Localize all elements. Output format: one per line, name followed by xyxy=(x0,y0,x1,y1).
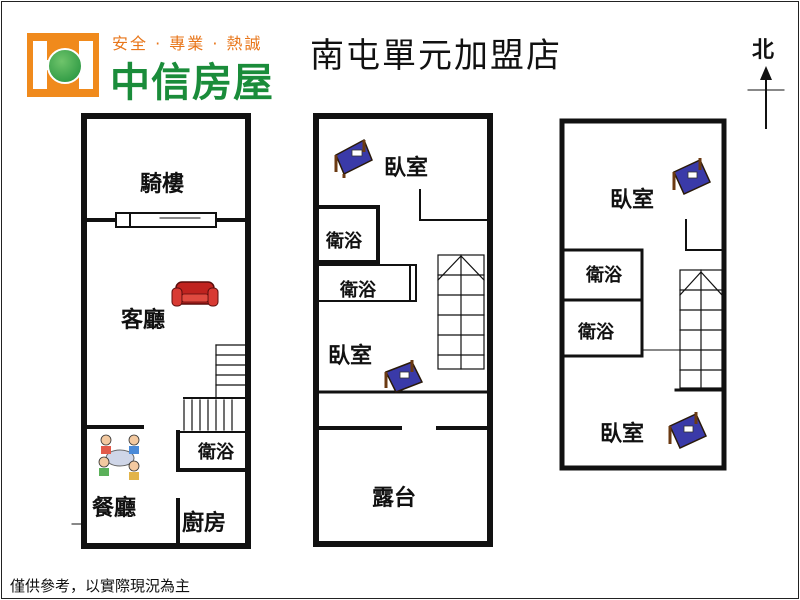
sofa-icon xyxy=(171,281,219,307)
brand-name: 中信房屋 xyxy=(110,60,274,106)
floor3-walls xyxy=(559,118,727,471)
north-label: 北 xyxy=(752,38,775,63)
north-arrow-icon xyxy=(747,66,785,129)
store-name: 南屯單元加盟店 xyxy=(310,36,562,76)
room-label-arcade: 騎樓 xyxy=(140,172,185,197)
room-label-bath-floor2-center: 衛浴 xyxy=(340,280,376,301)
room-label-terrace: 露台 xyxy=(372,486,417,511)
room-label-dining: 餐廳 xyxy=(92,496,137,521)
bed-icon-floor2-mid xyxy=(384,360,424,393)
disclaimer-text: 僅供參考，以實際現況為主 xyxy=(10,577,191,595)
room-label-bath-floor3-top: 衛浴 xyxy=(586,265,622,286)
company-slogan: 安全 · 專業 · 熱誠 xyxy=(112,34,263,53)
room-label-bath-floor2-left: 衛浴 xyxy=(326,231,362,252)
room-label-bedroom-floor2-top: 臥室 xyxy=(384,156,429,181)
dining-people-icon xyxy=(98,434,140,480)
room-label-bedroom-floor3-top: 臥室 xyxy=(610,188,655,213)
room-label-bedroom-floor2-mid: 臥室 xyxy=(328,344,373,369)
room-label-living: 客廳 xyxy=(121,308,166,333)
floor1-walls xyxy=(71,113,251,549)
bed-icon-floor3-top xyxy=(672,158,711,195)
bed-icon-floor3-bottom xyxy=(668,412,707,449)
bed-icon-floor2-top xyxy=(334,138,373,178)
room-label-bath-floor3-bottom: 衛浴 xyxy=(578,322,614,343)
room-label-bath-floor1: 衛浴 xyxy=(198,442,234,463)
company-logo-icon xyxy=(27,33,99,97)
room-label-bedroom-floor3-bottom: 臥室 xyxy=(600,422,645,447)
room-label-kitchen: 廚房 xyxy=(182,511,227,536)
floor2-walls xyxy=(313,113,493,547)
